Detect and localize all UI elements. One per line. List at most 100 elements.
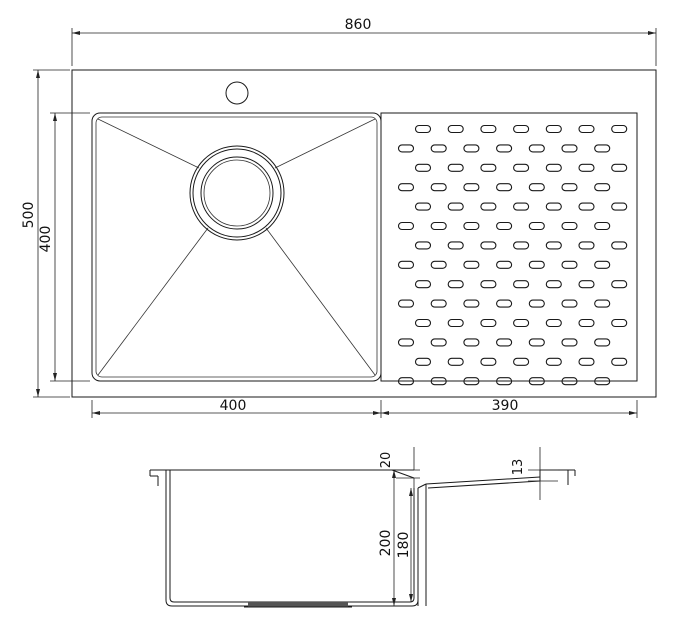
drainboard-slot bbox=[463, 144, 480, 153]
drainboard-slot bbox=[397, 338, 415, 347]
drainboard-slot bbox=[397, 183, 415, 192]
drainboard-slot bbox=[528, 144, 545, 153]
dimension-20: 20 bbox=[379, 447, 420, 498]
drainboard-slot bbox=[513, 357, 530, 366]
dimension-bottom: 400 390 bbox=[91, 398, 638, 418]
drainboard-slot bbox=[545, 241, 562, 250]
drainboard-slot bbox=[414, 280, 432, 289]
drainboard-slot bbox=[513, 124, 530, 134]
drainboard-slot bbox=[528, 338, 545, 347]
dimension-180: 180 bbox=[396, 488, 413, 602]
drainboard-slot bbox=[414, 318, 432, 328]
drainboard-slot bbox=[611, 318, 628, 328]
drainboard-slot bbox=[578, 241, 595, 250]
drainboard-slot bbox=[496, 338, 513, 347]
drainboard-slot bbox=[430, 299, 447, 308]
drainboard-slot bbox=[611, 280, 628, 289]
drainboard-slot bbox=[513, 241, 530, 250]
drainboard-slot bbox=[496, 183, 513, 192]
drainboard-slot bbox=[447, 124, 464, 134]
drainboard-slot bbox=[578, 280, 595, 289]
drainboard-slots bbox=[397, 124, 628, 386]
drainboard-slot bbox=[513, 318, 530, 328]
section-view: 20 13 200 180 bbox=[149, 447, 576, 608]
drainboard-slot bbox=[561, 299, 578, 308]
drainboard-slot bbox=[463, 221, 480, 231]
drainboard-slot bbox=[513, 202, 530, 211]
drainboard-slot bbox=[397, 377, 415, 386]
drainboard-slot bbox=[528, 260, 545, 269]
drainboard-slot bbox=[496, 260, 513, 269]
dimension-500-label: 500 bbox=[21, 202, 37, 229]
drainboard-slot bbox=[545, 202, 562, 211]
dimension-860-label: 860 bbox=[345, 17, 372, 33]
drainboard-slot bbox=[430, 183, 447, 192]
drainboard-slot bbox=[463, 377, 480, 386]
drainboard-slot bbox=[611, 357, 628, 366]
section-drain bbox=[248, 602, 348, 607]
drainboard-slot bbox=[480, 241, 497, 250]
drainboard bbox=[380, 112, 638, 382]
dimension-390-label: 390 bbox=[492, 398, 519, 414]
drainboard-slot bbox=[480, 357, 497, 366]
drainboard-slot bbox=[480, 124, 497, 134]
drainboard-slot bbox=[430, 144, 447, 153]
drainboard-slot bbox=[594, 183, 611, 192]
drainboard-slot bbox=[414, 163, 432, 172]
dimension-200: 200 bbox=[378, 470, 396, 606]
drainboard-slot bbox=[611, 163, 628, 172]
dimension-180-label: 180 bbox=[396, 532, 412, 559]
drainboard-slot bbox=[561, 260, 578, 269]
drainboard-slot bbox=[578, 202, 595, 211]
drainboard-slot bbox=[397, 299, 415, 308]
drainboard-slot bbox=[528, 299, 545, 308]
drainboard-slot bbox=[463, 260, 480, 269]
dimension-500: 500 bbox=[21, 69, 70, 398]
drainboard-slot bbox=[594, 377, 611, 386]
drainboard-slot bbox=[430, 221, 447, 231]
drainboard-slot bbox=[430, 260, 447, 269]
drainboard-slot bbox=[397, 260, 415, 269]
drainboard-slot bbox=[430, 338, 447, 347]
top-view: 860 500 400 bbox=[21, 17, 657, 418]
drainboard-slot bbox=[447, 318, 464, 328]
drainboard-slot bbox=[447, 280, 464, 289]
drainboard-slot bbox=[430, 377, 447, 386]
drainboard-slot bbox=[561, 183, 578, 192]
drainboard-slot bbox=[463, 299, 480, 308]
drainboard-slot bbox=[594, 144, 611, 153]
drainboard-slot bbox=[594, 260, 611, 269]
drainboard-slot bbox=[611, 124, 628, 134]
drainboard-slot bbox=[513, 280, 530, 289]
drainboard-slot bbox=[545, 318, 562, 328]
dimension-13: 13 bbox=[511, 447, 558, 500]
drainboard-slot bbox=[594, 338, 611, 347]
drainboard-slot bbox=[594, 221, 611, 231]
drainboard-slot bbox=[414, 241, 432, 250]
drainboard-slot bbox=[561, 144, 578, 153]
drainboard-slot bbox=[463, 183, 480, 192]
drainboard-slot bbox=[496, 221, 513, 231]
drainboard-slot bbox=[496, 377, 513, 386]
dimension-13-label: 13 bbox=[511, 459, 526, 476]
drainboard-slot bbox=[611, 202, 628, 211]
drainboard-slot bbox=[528, 183, 545, 192]
dimension-400-vertical-label: 400 bbox=[38, 226, 54, 253]
drainboard-slot bbox=[611, 241, 628, 250]
dimension-860: 860 bbox=[71, 17, 657, 66]
drainboard-slot bbox=[578, 163, 595, 172]
drainboard-slot bbox=[545, 124, 562, 134]
drainboard-slot bbox=[578, 124, 595, 134]
drainboard-slot bbox=[414, 124, 432, 134]
drainboard-slot bbox=[414, 357, 432, 366]
drainboard-slot bbox=[561, 377, 578, 386]
drainboard-slot bbox=[561, 338, 578, 347]
drainboard-slot bbox=[578, 318, 595, 328]
bowl bbox=[91, 112, 382, 382]
drainboard-slot bbox=[447, 163, 464, 172]
sink-outline bbox=[71, 69, 657, 398]
drainboard-slot bbox=[528, 221, 545, 231]
drainboard-slot bbox=[480, 280, 497, 289]
drainboard-slot bbox=[480, 202, 497, 211]
